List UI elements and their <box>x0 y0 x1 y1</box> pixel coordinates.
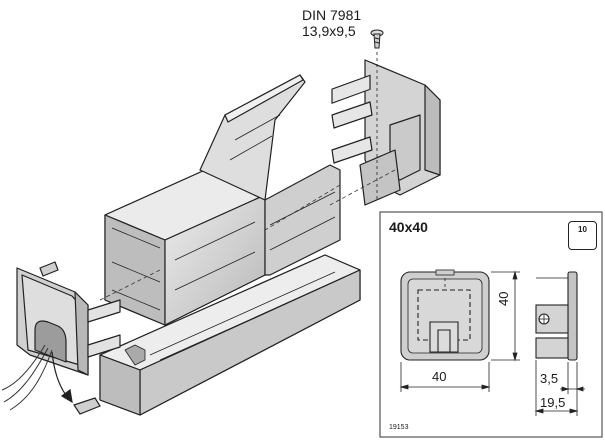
side-view <box>535 271 578 361</box>
assembly-guides <box>99 169 396 301</box>
dimension-height-label: 40 <box>496 291 511 306</box>
dimension-depth-label: 19,5 <box>540 395 566 410</box>
end-cap-right <box>331 59 441 206</box>
cables <box>1 344 53 411</box>
height-dimension <box>491 270 520 362</box>
front-view <box>400 269 490 361</box>
slot-size-number: 10 <box>578 225 587 234</box>
detail-title: 40x40 <box>389 219 428 235</box>
duct-lid <box>199 74 306 201</box>
screw-standard: DIN 7981 <box>302 7 362 23</box>
screw-icon <box>370 29 384 200</box>
screw-label: DIN 7981 13,9x9,5 <box>302 7 361 39</box>
duct-profile <box>104 164 341 326</box>
side-dimensions <box>534 360 585 416</box>
base-rail <box>99 254 361 416</box>
dimension-thickness-label: 3,5 <box>540 371 559 386</box>
dimension-width-label: 40 <box>432 369 447 384</box>
screw-size: 13,9x9,5 <box>302 23 356 39</box>
reference-number: 19153 <box>389 424 409 431</box>
slot-size-badge: 10 <box>568 221 597 250</box>
knockout-arrow <box>51 351 101 415</box>
detail-panel <box>379 211 603 438</box>
width-dimension <box>399 362 491 392</box>
end-cap-left <box>16 261 121 376</box>
